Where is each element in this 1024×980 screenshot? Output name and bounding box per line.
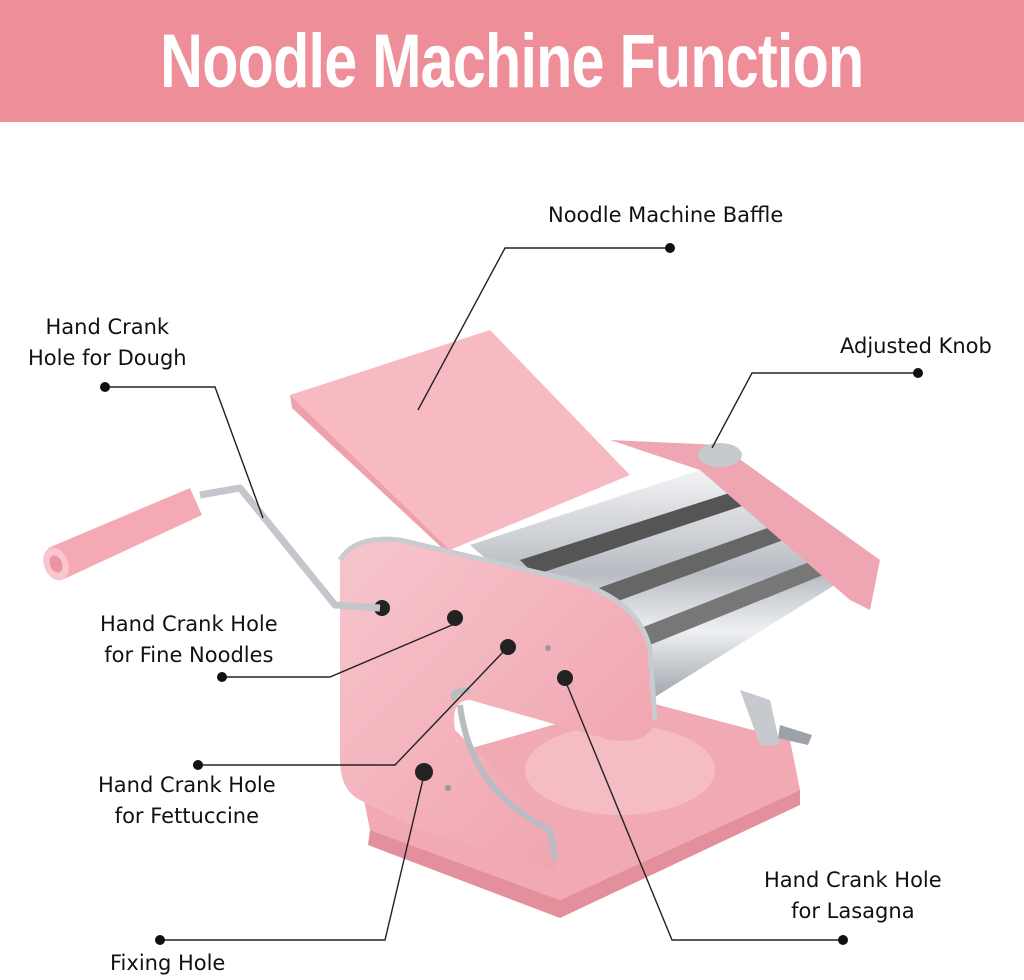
leader-dots [100, 243, 923, 945]
label-text-line1: Hand Crank Hole [100, 612, 278, 636]
hand-crank [43, 484, 381, 612]
label-hand-crank-hole-dough: Hand Crank Hole for Dough [28, 312, 187, 374]
lasagna-hole-icon [557, 670, 573, 686]
label-fixing-hole: Fixing Hole [110, 948, 225, 979]
label-text-line2: for Fine Noodles [104, 643, 274, 667]
label-text-line2: Hole for Dough [28, 346, 187, 370]
label-text-line2: for Fettuccine [114, 804, 260, 828]
label-text: Adjusted Knob [840, 334, 992, 358]
dough-hole-icon [374, 600, 390, 616]
label-text-line1: Hand Crank Hole [98, 773, 276, 797]
label-text: Fixing Hole [110, 951, 226, 975]
leader-lines [105, 247, 918, 941]
label-hand-crank-hole-lasagna: Hand Crank Hole for Lasagna [764, 865, 942, 927]
adjust-knob-icon [698, 443, 742, 467]
label-hand-crank-hole-fine-noodles: Hand Crank Hole for Fine Noodles [100, 609, 278, 671]
label-noodle-machine-baffle: Noodle Machine Baffle [548, 200, 783, 231]
fixing-hole-icon [415, 763, 433, 781]
label-text-line2: for Lasagna [791, 899, 915, 923]
roller-assembly [470, 440, 880, 745]
label-text-line1: Hand Crank [45, 315, 170, 339]
label-adjusted-knob: Adjusted Knob [840, 331, 992, 362]
fine-noodle-hole-icon [447, 610, 463, 626]
label-hand-crank-hole-fettuccine: Hand Crank Hole for Fettuccine [98, 770, 276, 832]
page-title: Noodle Machine Function [160, 18, 864, 104]
title-banner: Noodle Machine Function [0, 0, 1024, 122]
baffle-tray [290, 330, 630, 560]
label-text-line1: Hand Crank Hole [764, 868, 942, 892]
label-text: Noodle Machine Baffle [548, 203, 784, 227]
